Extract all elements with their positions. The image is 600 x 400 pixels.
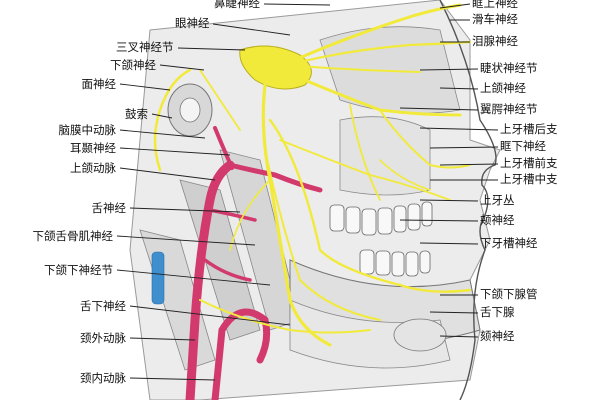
leader-sublingual-gland [429, 311, 479, 314]
leader-inferior-alveolar-nerve [419, 242, 479, 245]
label-external-carotid-artery: 颈外动脉 [80, 331, 126, 345]
leader-lingual-nerve [129, 207, 241, 213]
leader-hypoglossal-nerve [129, 305, 291, 326]
label-oculomotor-nerve: 眼神经 [175, 16, 210, 30]
label-trochlear-nerve: 滑车神经 [472, 12, 518, 26]
label-middle-meningeal-artery: 脑膜中动脉 [58, 123, 117, 137]
leader-posterior-superior-alveolar [419, 127, 499, 131]
vein-layer [151, 251, 165, 305]
leader-facial-nerve [119, 83, 171, 91]
leader-mandibular-nerve [159, 64, 205, 71]
label-infraorbital-nerve: 眶下神经 [500, 139, 546, 153]
leader-mylohyoid-nerve [116, 235, 256, 246]
label-mental-nerve: 颏神经 [480, 329, 515, 343]
label-facial-nerve: 面神经 [81, 77, 117, 91]
artery-layer [185, 126, 323, 400]
label-posterior-superior-alveolar: 上牙槽后支 [500, 122, 558, 136]
label-anterior-superior-alveolar: 上牙槽前支 [500, 156, 558, 170]
label-trigeminal-ganglion: 三叉神经节 [116, 40, 174, 54]
leader-superior-dental-plexus [419, 199, 479, 202]
leader-anterior-superior-alveolar [439, 163, 499, 166]
label-sublingual-gland: 舌下腺 [480, 305, 515, 319]
label-auriculotemporal-nerve: 耳颞神经 [70, 141, 116, 155]
label-hypoglossal-nerve: 舌下神经 [80, 299, 126, 313]
tissue-layer [129, 0, 501, 400]
label-buccal-nerve: 颊神经 [480, 213, 515, 227]
label-submandibular-duct: 下颌下腺管 [480, 287, 538, 301]
leader-buccal-nerve [399, 219, 479, 222]
label-mylohyoid-nerve: 下颌舌骨肌神经 [32, 229, 114, 243]
leader-submandibular-ganglion [116, 269, 271, 286]
upper-teeth [329, 201, 433, 236]
label-internal-carotid-artery: 颈内动脉 [80, 371, 126, 385]
leader-internal-carotid-artery [129, 377, 216, 381]
leader-infraorbital-nerve [429, 146, 499, 149]
label-supraorbital-nerve: 眶上神经 [472, 0, 518, 10]
leader-ciliary-ganglion [419, 68, 479, 71]
label-pterygopalatine-ganglion: 翼腭神经节 [480, 102, 538, 116]
leader-external-carotid-artery [129, 337, 196, 341]
label-lacrimal-nerve: 泪腺神经 [472, 34, 518, 48]
leader-oculomotor-nerve [212, 23, 291, 36]
label-superior-dental-plexus: 上牙丛 [480, 193, 515, 207]
leader-maxillary-artery [119, 167, 216, 181]
label-submandibular-ganglion: 下颌下神经节 [44, 263, 113, 277]
label-mandibular-nerve: 下颌神经 [110, 58, 156, 72]
lower-teeth [359, 249, 431, 277]
leader-trigeminal-ganglion [177, 47, 246, 51]
leader-mental-nerve [439, 335, 479, 338]
leader-auriculotemporal-nerve [119, 147, 231, 156]
label-maxillary-artery: 上颌动脉 [70, 161, 116, 175]
label-middle-superior-alveolar: 上牙槽中支 [500, 172, 558, 186]
label-ciliary-ganglion: 睫状神经节 [480, 61, 538, 75]
label-maxillary-nerve: 上颌神经 [480, 81, 526, 95]
label-lingual-nerve: 舌神经 [91, 201, 127, 215]
label-nasociliary-nerve: 鼻睫神经 [214, 0, 260, 10]
label-chorda-tympani: 鼓索 [125, 107, 148, 121]
leader-nasociliary-nerve [263, 3, 331, 6]
leader-pterygopalatine-ganglion [399, 107, 479, 111]
leader-middle-meningeal-artery [119, 129, 206, 139]
leader-chorda-tympani [151, 113, 173, 119]
label-inferior-alveolar-nerve: 下牙槽神经 [480, 236, 538, 250]
leader-maxillary-nerve [439, 87, 479, 90]
nerve-layer [153, 3, 472, 347]
leader-supraorbital-nerve [439, 3, 471, 9]
